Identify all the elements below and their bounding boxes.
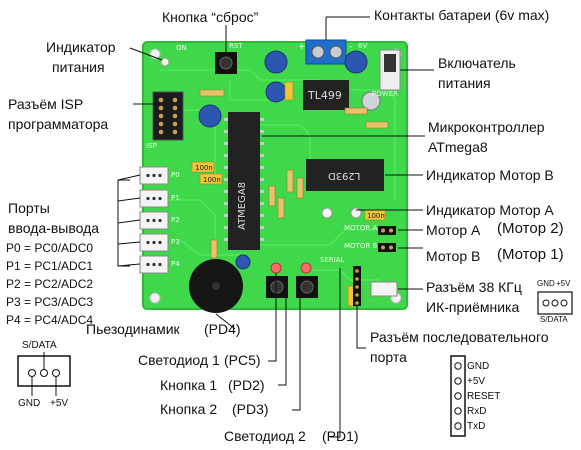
led1-part: [270, 262, 282, 274]
label-led2-pin: (PD1): [322, 428, 359, 444]
label-power-indicator-line2: питания: [52, 59, 105, 75]
silk-100n-c: 100n: [367, 212, 385, 220]
silk-power: POWER: [372, 90, 398, 98]
label-serial-line1: Разъём последовательного: [370, 329, 549, 345]
button1-part: [266, 276, 288, 298]
serial-pin-5v: +5V: [467, 376, 486, 387]
power-switch-part: [379, 49, 401, 91]
silk-serial: SERIAL: [320, 256, 345, 264]
label-btn2: Кнопка 2: [160, 401, 218, 417]
label-btn1-pin: (PD2): [228, 377, 265, 393]
led2-part: [300, 262, 312, 274]
silk-p1: P1: [171, 194, 180, 202]
label-isp-line1: Разъём ISP: [8, 96, 84, 112]
silk-p0: P0: [171, 171, 180, 179]
serial-pin-reset: RESET: [467, 391, 501, 402]
power-led: [160, 57, 170, 67]
label-io-ports-line1: Порты: [8, 200, 50, 216]
sdata-label-top: S/DATA: [22, 340, 57, 351]
port-map-4: P4 = PC4/ADC4: [6, 313, 94, 327]
label-reset-button: Кнопка “сброс”: [162, 9, 259, 25]
sdata-label-5v: +5V: [50, 398, 69, 409]
label-led1: Светодиод 1: [138, 352, 220, 368]
label-isp-line2: программатора: [8, 116, 109, 132]
mcu-chip-label: ATMEGA8: [237, 181, 248, 230]
port-map-0: P0 = PC0/ADC0: [6, 241, 94, 255]
silk-100n-a: 100n: [195, 164, 213, 172]
serial-connector-drawing: [450, 355, 466, 437]
serial-pin-gnd: GND: [467, 361, 490, 372]
regulator-chip-label: TL499: [308, 89, 342, 102]
label-motor-a-indicator: Индикатор Мотор А: [426, 202, 554, 218]
regulator-chip: [303, 80, 349, 110]
io-port-connectors: [139, 166, 169, 274]
label-btn1: Кнопка 1: [160, 377, 218, 393]
label-motor-b-indicator: Индикатор Мотор В: [426, 167, 554, 183]
label-motor-b: Мотор В: [426, 248, 481, 264]
capacitors: [198, 50, 381, 270]
label-btn2-pin: (PD3): [232, 401, 269, 417]
resistors: [199, 89, 389, 259]
sdata-connector-drawing: [17, 352, 71, 396]
button2-part: [296, 276, 318, 298]
label-motor-a: Мотор А: [426, 222, 481, 238]
label-serial-line2: порта: [370, 349, 407, 365]
ir-pin-gnd: GND: [537, 279, 555, 288]
label-mcu-line2: ATmega8: [428, 139, 488, 155]
silk-rst: RST: [229, 42, 243, 50]
label-led1-pin: (PC5): [224, 352, 261, 368]
label-piezo-pin: (PD4): [204, 321, 241, 337]
reset-button-part: [215, 52, 237, 74]
label-battery-contacts: Контакты батареи (6v max): [374, 7, 550, 23]
ir-pin-sdata: S/DATA: [540, 315, 568, 324]
label-io-ports-line2: ввода-вывода: [8, 220, 100, 236]
silk-isp: ISP: [146, 142, 157, 150]
label-motor-b-alt: (Мотор 1): [497, 246, 564, 263]
silk-on: ON: [176, 44, 187, 52]
serial-header-part: [353, 266, 361, 306]
silk-motor-a: MOTOR A: [344, 224, 378, 232]
label-power-switch-line1: Включатель: [438, 55, 516, 71]
ir-pin-vcc: +5V: [556, 279, 571, 288]
label-power-indicator-line1: Индикатор: [46, 39, 116, 55]
port-map-2: P2 = PC2/ADC2: [6, 277, 94, 291]
label-ir-line2: ИК-приёмника: [426, 299, 520, 315]
silk-minus: -: [349, 42, 353, 52]
driver-chip-label: L293D: [328, 170, 361, 181]
label-led2: Светодиод 2: [224, 428, 306, 444]
silk-6v: 6V: [358, 42, 368, 50]
leader-lines: [117, 16, 434, 438]
battery-terminal-part: [305, 39, 347, 65]
ir-connector-drawing: [537, 291, 573, 315]
silk-p2: P2: [171, 216, 180, 224]
serial-pin-rxd: RxD: [467, 406, 487, 417]
mcu-chip: [224, 112, 264, 250]
silk-100n-b: 100n: [203, 176, 221, 184]
piezo-buzzer-part: [189, 259, 243, 313]
motor-headers: [378, 226, 396, 252]
silk-motor-b: MOTOR B: [344, 242, 378, 250]
isp-header-part: [152, 91, 184, 141]
serial-pin-txd: TxD: [467, 421, 486, 432]
motor-b-led: [321, 207, 333, 219]
label-power-switch-line2: питания: [438, 75, 491, 91]
port-map-1: P1 = PC1/ADC1: [6, 259, 94, 273]
label-motor-a-alt: (Мотор 2): [497, 220, 564, 237]
label-piezo: Пьезодинамик: [86, 321, 180, 337]
ir-connector-part: [370, 281, 398, 297]
label-mcu-line1: Микроконтроллер: [428, 119, 545, 135]
silk-p3: P3: [171, 238, 180, 246]
silk-p4: P4: [171, 260, 180, 268]
label-ir-line1: Разъём 38 КГц: [426, 279, 522, 295]
silk-plus: +: [298, 42, 306, 52]
port-map-3: P3 = PC3/ADC3: [6, 295, 94, 309]
motor-driver-chip: [306, 159, 384, 191]
sdata-label-gnd: GND: [18, 398, 41, 409]
